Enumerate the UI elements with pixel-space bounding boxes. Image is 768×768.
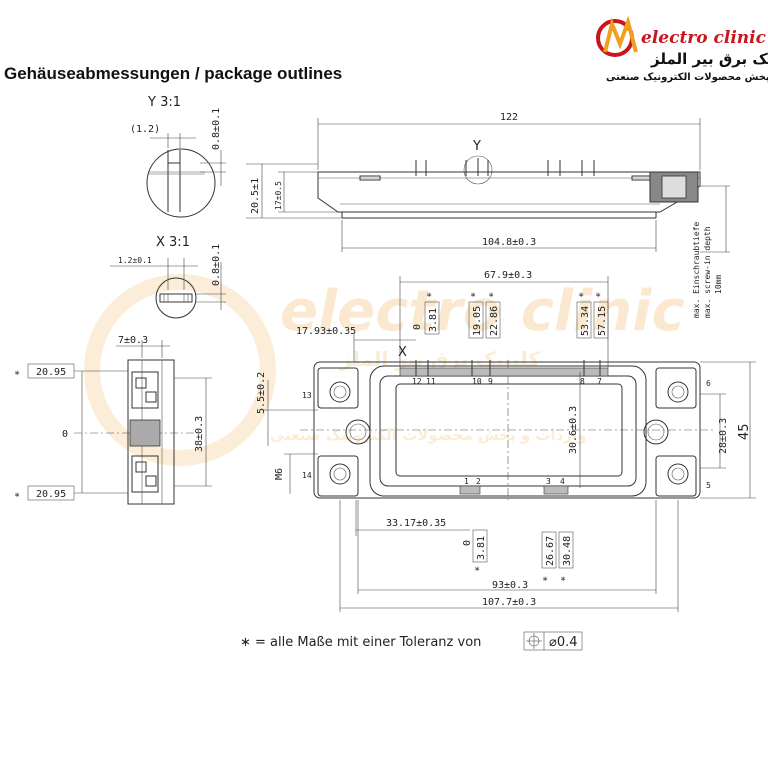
logo: electro clinic کلینیک برق بیر الملز وارد… xyxy=(596,15,768,83)
pin-label-4: 4 xyxy=(560,477,565,486)
top-pin-pos-1: 3.81 xyxy=(428,308,439,332)
svg-text:∗: ∗ xyxy=(14,368,20,379)
terminal-label-5: 5 xyxy=(706,481,711,490)
top-dim-28: 28±0.3 xyxy=(718,418,729,454)
svg-text:∗: ∗ xyxy=(14,490,20,501)
side-height-body: 17±0.5 xyxy=(274,181,283,210)
top-pin-pos-4: 53.34 xyxy=(580,306,591,336)
top-span-93: 93±0.3 xyxy=(492,580,528,591)
side-base-length: 104.8±0.3 xyxy=(482,237,536,248)
side-length: 122 xyxy=(500,112,518,123)
end-dim-bottom: 20.95 xyxy=(36,489,66,500)
pin-label-2: 2 xyxy=(476,477,481,486)
watermark-name: electro clinic xyxy=(280,279,685,344)
pin-label-3: 3 xyxy=(546,477,551,486)
watermark-line-fa: کلینیک برق بیر الملز xyxy=(339,347,540,371)
svg-text:∗: ∗ xyxy=(578,290,584,301)
terminal-right: 6 5 xyxy=(643,367,711,497)
detail-y-dim-height: 0.8±0.1 xyxy=(211,108,222,150)
top-offset-bottom: 33.17±0.35 xyxy=(386,518,446,529)
mount-hole-right xyxy=(643,419,669,445)
top-pin-pos-2: 19.05 xyxy=(472,306,483,336)
logo-line-fa-2: واردات و پخش محصولات الکترونیک صنعتی xyxy=(606,72,768,83)
pin-label-11: 11 xyxy=(426,377,436,386)
detail-x-dim-height: 0.8±0.1 xyxy=(211,244,222,286)
pin-label-1: 1 xyxy=(464,477,469,486)
detail-x: X 3:1 1.2±0.1 0.8±0.1 xyxy=(110,235,226,319)
top-pin-row: 12 11 10 9 8 7 xyxy=(399,360,609,386)
top-span-pins: 67.9±0.3 xyxy=(484,270,532,281)
note-tolerance: ⌀0.4 xyxy=(549,635,578,650)
top-dim-5-5: 5.5±0.2 xyxy=(256,372,267,414)
svg-text:∗: ∗ xyxy=(560,574,566,585)
top-offset-left: 17.93±0.35 xyxy=(296,326,356,337)
side-pins xyxy=(415,158,595,176)
tolerance-note: ∗ = alle Maße mit einer Toleranz von ⌀0.… xyxy=(240,631,583,651)
bottom-origin: 0 xyxy=(462,540,473,546)
detail-y: Y 3:1 (1.2) 0.8±0.1 xyxy=(130,95,226,218)
pin-label-10: 10 xyxy=(472,377,482,386)
detail-y-label: Y 3:1 xyxy=(147,95,181,110)
terminal-label-13: 13 xyxy=(302,391,312,400)
detail-x-label: X 3:1 xyxy=(156,235,190,250)
top-dim-30-6: 30.6±0.3 xyxy=(568,406,579,454)
svg-text:∗: ∗ xyxy=(488,290,494,301)
logo-m-icon xyxy=(603,15,638,53)
top-thread: M6 xyxy=(274,468,285,480)
logo-name: electro clinic xyxy=(641,28,767,48)
pin-label-12: 12 xyxy=(412,377,422,386)
end-dim-7: 7±0.3 xyxy=(118,335,148,346)
top-view-marker: X xyxy=(398,345,407,360)
side-view: 122 Y 20.5±1 xyxy=(246,112,730,318)
terminal-label-14: 14 xyxy=(302,471,312,480)
bottom-pin-pos-2: 26.67 xyxy=(545,536,556,566)
detail-y-dim-width: (1.2) xyxy=(130,124,160,135)
pin-label-9: 9 xyxy=(488,377,493,386)
bottom-pin-row: 1 2 3 4 xyxy=(459,477,569,495)
svg-text:∗: ∗ xyxy=(426,290,432,301)
bottom-pin-pos-3: 30.48 xyxy=(562,536,573,566)
watermark-ring-icon xyxy=(84,274,276,466)
side-view-marker: Y xyxy=(472,139,481,154)
side-height-total: 20.5±1 xyxy=(250,178,261,214)
top-pin-pos-3: 22.86 xyxy=(489,306,500,336)
end-view: ∗ 20.95 ∗ 20.95 0 7±0.3 38±0.3 xyxy=(14,335,212,505)
mount-hole-left xyxy=(345,419,371,445)
detail-y-circle xyxy=(146,148,216,218)
top-width: 107.7±0.3 xyxy=(482,597,536,608)
detail-x-pin xyxy=(159,293,193,303)
side-body xyxy=(317,171,701,213)
logo-line-fa-1: کلینیک برق بیر الملز xyxy=(650,50,768,68)
pin-label-7: 7 xyxy=(597,377,602,386)
svg-text:∗: ∗ xyxy=(474,564,480,575)
end-dim-top: 20.95 xyxy=(36,367,66,378)
screw-depth-value: 10mm xyxy=(714,275,723,294)
page-title: Gehäuseabmessungen / package outlines xyxy=(4,64,343,83)
terminal-left: 13 14 xyxy=(302,367,371,497)
watermark-line-fa-2: واردات و پخش محصولات الکترونیک صنعتی xyxy=(270,426,586,445)
screw-depth-de: max. Einschraubtiefe xyxy=(692,221,701,318)
top-origin: 0 xyxy=(412,324,423,330)
svg-text:∗: ∗ xyxy=(470,290,476,301)
pin-label-8: 8 xyxy=(580,377,585,386)
bottom-pin-pos-1: 3.81 xyxy=(476,536,487,560)
detail-x-dim-width: 1.2±0.1 xyxy=(118,256,152,265)
top-pin-dims: ∗ 3.81 ∗ 19.05 ∗ 22.86 ∗ 53.34 ∗ 57.15 xyxy=(424,290,609,339)
screw-depth-en: max. screw-in depth xyxy=(703,226,712,318)
top-view: 67.9±0.3 ∗ 3.81 ∗ 19.05 ∗ 22.86 ∗ 53.34 … xyxy=(256,270,756,612)
note-text: ∗ = alle Maße mit einer Toleranz von xyxy=(240,635,481,650)
detail-x-circle xyxy=(155,277,197,319)
end-origin: 0 xyxy=(62,429,68,440)
svg-text:∗: ∗ xyxy=(542,574,548,585)
end-dim-38: 38±0.3 xyxy=(194,416,205,452)
svg-text:∗: ∗ xyxy=(595,290,601,301)
end-body xyxy=(127,359,175,505)
terminal-label-6: 6 xyxy=(706,379,711,388)
top-height: 45 xyxy=(737,423,752,440)
top-pin-pos-5: 57.15 xyxy=(597,306,608,336)
